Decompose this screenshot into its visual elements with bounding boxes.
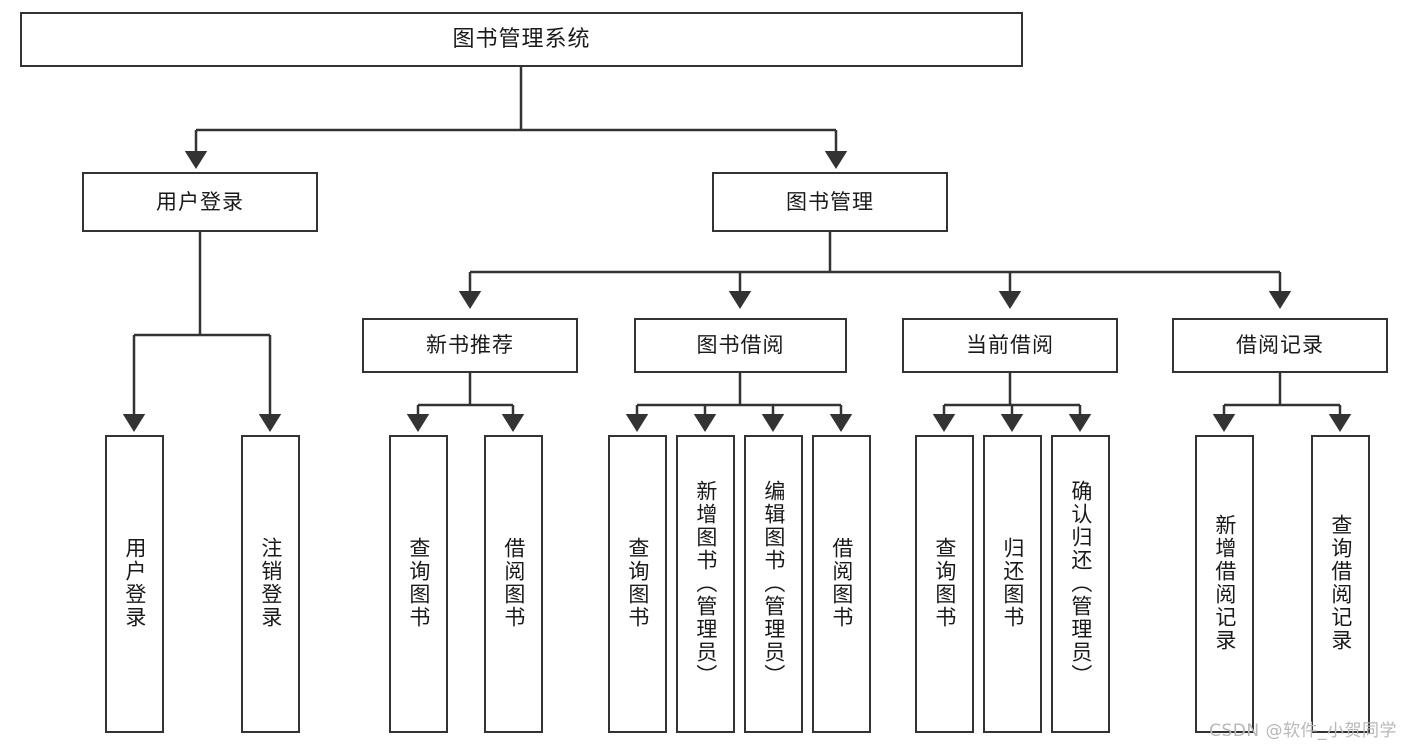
node-borrow-record-label: 借阅记录 <box>1236 333 1324 358</box>
node-book-borrow-label: 图书借阅 <box>696 333 785 358</box>
node-borrow-record[interactable]: 借阅记录 <box>1172 318 1388 373</box>
node-current-borrow-label: 当前借阅 <box>966 333 1054 358</box>
node-borrow-book-label: 借阅图书 <box>829 537 854 629</box>
node-borrow-book[interactable]: 借阅图书 <box>812 435 871 733</box>
node-book-borrow[interactable]: 图书借阅 <box>634 318 847 373</box>
node-user-login-leaf-label: 用户登录 <box>122 537 147 629</box>
node-book-management-label: 图书管理 <box>786 189 874 214</box>
node-root[interactable]: 图书管理系统 <box>20 12 1023 67</box>
node-current-borrow[interactable]: 当前借阅 <box>902 318 1118 373</box>
node-borrow-book-rec-label: 借阅图书 <box>501 537 526 629</box>
node-query-book-rec-label: 查询图书 <box>406 537 431 629</box>
node-confirm-return[interactable]: 确认归还（管理员） <box>1051 435 1110 733</box>
node-root-label: 图书管理系统 <box>452 26 591 52</box>
node-user-login[interactable]: 用户登录 <box>82 172 318 232</box>
node-borrow-book-rec[interactable]: 借阅图书 <box>484 435 543 733</box>
node-query-book-borrow-label: 查询图书 <box>625 537 650 629</box>
node-query-book-borrow[interactable]: 查询图书 <box>608 435 667 733</box>
node-add-book-label: 新增图书（管理员） <box>693 479 718 687</box>
node-add-book[interactable]: 新增图书（管理员） <box>676 435 735 733</box>
node-logout-leaf-label: 注销登录 <box>258 537 283 629</box>
node-query-book-current[interactable]: 查询图书 <box>915 435 974 733</box>
node-book-management[interactable]: 图书管理 <box>712 172 948 232</box>
node-edit-book[interactable]: 编辑图书（管理员） <box>744 435 803 733</box>
node-add-borrow-record-label: 新增借阅记录 <box>1212 514 1237 652</box>
node-user-login-label: 用户登录 <box>156 189 244 214</box>
node-return-book[interactable]: 归还图书 <box>983 435 1042 733</box>
node-query-borrow-record[interactable]: 查询借阅记录 <box>1311 435 1370 733</box>
node-query-borrow-record-label: 查询借阅记录 <box>1328 514 1353 652</box>
node-user-login-leaf[interactable]: 用户登录 <box>105 435 164 733</box>
node-add-borrow-record[interactable]: 新增借阅记录 <box>1195 435 1254 733</box>
node-new-book-recommend[interactable]: 新书推荐 <box>362 318 578 373</box>
node-logout-leaf[interactable]: 注销登录 <box>241 435 300 733</box>
node-new-book-recommend-label: 新书推荐 <box>426 333 514 358</box>
watermark: CSDN @软件_小贺同学 <box>1209 721 1397 741</box>
node-query-book-rec[interactable]: 查询图书 <box>389 435 448 733</box>
node-query-book-current-label: 查询图书 <box>932 537 957 629</box>
node-return-book-label: 归还图书 <box>1000 537 1025 629</box>
node-edit-book-label: 编辑图书（管理员） <box>761 479 786 687</box>
node-confirm-return-label: 确认归还（管理员） <box>1068 479 1093 687</box>
